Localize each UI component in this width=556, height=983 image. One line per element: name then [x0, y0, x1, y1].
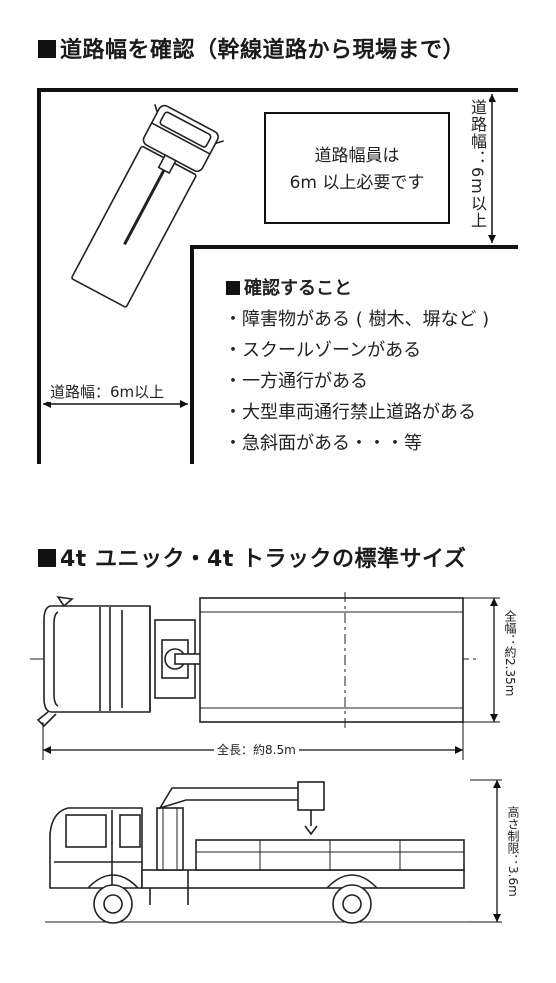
road-width-right-label: 道路幅：6m以上: [465, 97, 489, 231]
check-item: ・大型車両通行禁止道路がある: [224, 402, 476, 423]
check-item: ・スクールゾーンがある: [224, 340, 422, 361]
check-item: ・急斜面がある・・・等: [224, 433, 422, 454]
check-item: ・一方通行がある: [224, 371, 368, 392]
road-inner-edge: [190, 245, 518, 464]
road-width-left-label: 道路幅：6m以上: [48, 381, 167, 402]
check-title: 確認すること: [244, 278, 352, 299]
square-bullet-icon: [38, 40, 56, 58]
section1-title: 道路幅を確認（幹線道路から現場まで）: [60, 38, 466, 63]
check-heading: 確認すること: [226, 274, 352, 300]
notice-line-1: 道路幅員は: [314, 146, 400, 166]
check-list: ・障害物がある ( 樹木、塀など ) ・スクールゾーンがある ・一方通行がある …: [224, 304, 489, 459]
notice-line-2: 6m 以上必要です: [289, 173, 425, 193]
check-item: ・障害物がある ( 樹木、塀など ): [224, 309, 490, 330]
notice-box: [264, 112, 450, 224]
square-bullet-icon: [226, 281, 240, 295]
truck-top-view: [30, 592, 480, 730]
length-label: 全長：約8.5m: [214, 741, 299, 758]
height-label: 高さ制限：3.6m: [505, 806, 522, 897]
square-bullet-icon: [38, 549, 56, 567]
width-label: 全幅：約2.35m: [502, 610, 519, 697]
section1-heading: 道路幅を確認（幹線道路から現場まで）: [38, 32, 465, 64]
section2-heading: 4t ユニック・4t トラックの標準サイズ: [38, 541, 466, 573]
road-outer-edge: [37, 88, 518, 464]
turning-truck-illustration: [71, 103, 224, 308]
section2-title: 4t ユニック・4t トラックの標準サイズ: [60, 547, 467, 572]
notice-text: 道路幅員は 6m 以上必要です: [265, 143, 449, 197]
truck-side-view: [45, 781, 470, 924]
